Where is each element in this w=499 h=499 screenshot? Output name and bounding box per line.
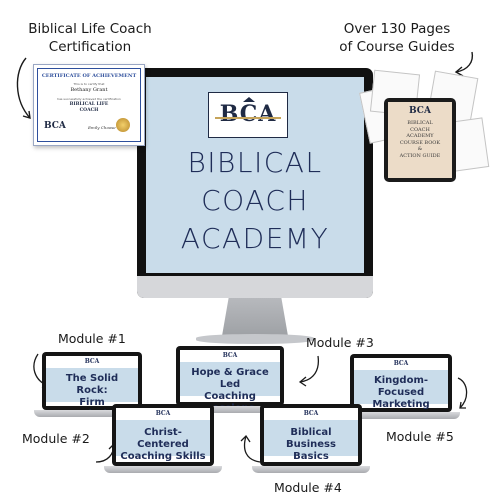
module-5-arrow-icon [457, 377, 468, 409]
logo-letters: BCA [219, 101, 277, 127]
module-2-label: Module #2 [22, 431, 90, 446]
academy-title: BIBLICAL COACH ACADEMY [180, 146, 330, 255]
module-3-label: Module #3 [306, 335, 374, 350]
module-5-title: Kingdom-Focused Marketing [372, 375, 430, 410]
certificate: CERTIFICATE OF ACHIEVEMENT This is to ce… [33, 64, 145, 146]
logo-rule [215, 117, 281, 119]
module-4-screen: BCA Biblical Business Basics [264, 408, 358, 462]
tablet-title: BIBLICAL COACH ACADEMY COURSE BOOK & ACT… [399, 120, 441, 159]
module-1-logo: BCA [84, 358, 100, 365]
module-5-laptop: BCA Kingdom-Focused Marketing [342, 354, 460, 420]
certification-arrow-icon [16, 57, 31, 119]
certificate-signature: Emily Choose [88, 125, 116, 130]
module-3-arrow-icon [298, 355, 320, 387]
certificate-intro: This is to certify that [73, 82, 105, 86]
module-4-label: Module #4 [274, 480, 342, 495]
module-1-label: Module #1 [58, 331, 126, 346]
module-4-laptop: BCA Biblical Business Basics [252, 404, 370, 474]
module-2-title: Christ-Centered Coaching Skills [120, 427, 206, 462]
module-1-laptop: BCA The Solid Rock: Firm Foundations [34, 352, 150, 420]
certification-callout: Biblical Life Coach Certification [28, 21, 152, 55]
certificate-course: BIBLICAL LIFE COACH [69, 102, 109, 113]
monitor-chin [137, 276, 373, 298]
certificate-name: Bethany Grant [70, 87, 108, 93]
gold-seal-icon [116, 118, 130, 132]
certificate-heading: CERTIFICATE OF ACHIEVEMENT [41, 73, 137, 79]
module-4-title: Biblical Business Basics [286, 427, 336, 462]
module-3-screen: BCA Hope & Grace Led Coaching Sessions [180, 350, 280, 414]
module-2-screen: BCA Christ-Centered Coaching Skills [116, 408, 210, 462]
certificate-statement: has successfully achieved the certificat… [57, 97, 121, 101]
module-3-laptop: BCA Hope & Grace Led Coaching Sessions [168, 346, 292, 414]
module-5-screen: BCA Kingdom-Focused Marketing [354, 358, 448, 410]
module-4-arrow-icon [240, 434, 261, 463]
graduation-cap-icon [243, 97, 255, 102]
module-5-label: Module #5 [386, 429, 454, 444]
academy-logo: BCA [208, 92, 288, 138]
certificate-logo: BCA [44, 121, 66, 131]
module-1-screen: BCA The Solid Rock: Firm Foundations [46, 356, 138, 420]
tablet-logo: BCA [409, 106, 431, 116]
module-3-logo: BCA [222, 352, 238, 359]
tablet-screen: BCA BIBLICAL COACH ACADEMY COURSE BOOK &… [388, 102, 452, 178]
module-5-logo: BCA [393, 360, 409, 367]
course-guides-callout: Over 130 Pages of Course Guides [339, 21, 455, 55]
module-4-logo: BCA [303, 410, 319, 417]
module-2-logo: BCA [155, 410, 171, 417]
monitor-base [196, 334, 314, 344]
module-2-laptop: BCA Christ-Centered Coaching Skills [104, 404, 222, 474]
monitor-stand [222, 298, 288, 336]
